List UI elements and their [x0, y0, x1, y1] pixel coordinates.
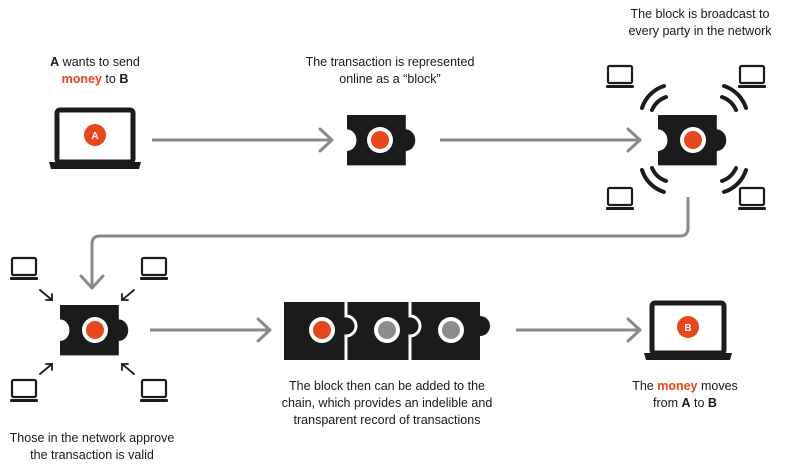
laptop-icon [604, 186, 636, 212]
caption-line: every party in the network [628, 24, 772, 38]
laptop-icon [736, 186, 768, 212]
caption-line: transparent record of transactions [293, 413, 481, 427]
arrow-icon [150, 317, 272, 343]
step1-caption: A wants to send money to B [30, 54, 160, 88]
laptop-icon [138, 378, 170, 404]
broadcast-waves-icon [640, 84, 748, 194]
caption-line: The block then can be added to the [289, 379, 485, 393]
step2-caption: The transaction is represented online as… [285, 54, 495, 88]
caption-line: the transaction is valid [30, 448, 154, 462]
money-highlight: money [657, 379, 698, 393]
laptop-a-label: A [91, 131, 98, 142]
laptop-b-icon: B [644, 300, 732, 360]
caption-text: from [653, 396, 682, 410]
arrow-icon [152, 127, 334, 153]
chain-icon [284, 302, 490, 360]
block-puzzle-icon [60, 305, 129, 356]
caption-text: to [690, 396, 708, 410]
caption-text: wants to send [59, 55, 140, 69]
arrow-icon [516, 317, 642, 343]
caption-line: The transaction is represented [305, 55, 475, 69]
approve-arrows-icon [39, 289, 135, 375]
laptop-icon [8, 378, 40, 404]
arrow-icon [79, 197, 690, 290]
step5-caption: The block then can be added to the chain… [262, 378, 512, 429]
step4-caption: Those in the network approve the transac… [0, 430, 184, 464]
laptop-icon [8, 256, 40, 282]
party-b: B [707, 396, 717, 410]
caption-line: online as a “block” [339, 72, 441, 86]
party-b: B [119, 72, 129, 86]
step6-caption: The money moves from A to B [610, 378, 760, 412]
step3-caption: The block is broadcast to every party in… [600, 6, 800, 40]
party-a: A [50, 55, 60, 69]
block-puzzle-icon [347, 115, 416, 166]
caption-text: The [632, 379, 658, 393]
party-a: A [681, 396, 691, 410]
laptop-icon [604, 64, 636, 90]
laptop-a-icon: A [49, 107, 141, 169]
caption-text: moves [697, 379, 738, 393]
money-highlight: money [61, 72, 102, 86]
laptop-b-label: B [684, 323, 691, 334]
caption-line: chain, which provides an indelible and [281, 396, 493, 410]
arrow-icon [440, 127, 642, 153]
caption-line: Those in the network approve [9, 431, 175, 445]
caption-line: The block is broadcast to [630, 7, 770, 21]
laptop-icon [138, 256, 170, 282]
caption-text: to [101, 72, 120, 86]
block-puzzle-icon [658, 115, 727, 166]
laptop-icon [736, 64, 768, 90]
